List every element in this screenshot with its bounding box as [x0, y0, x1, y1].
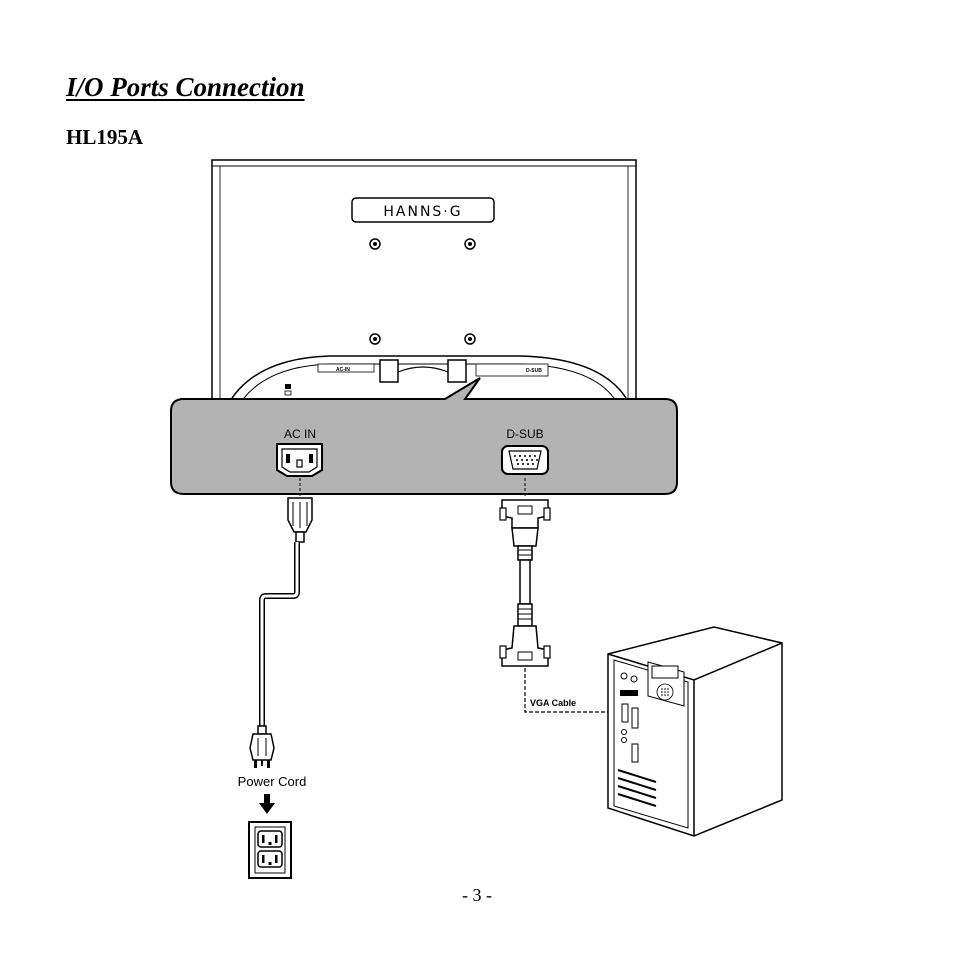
vga-cable [499, 499, 551, 667]
page-title: I/O Ports Connection [66, 72, 305, 102]
small-ac-label: AC-IN [336, 367, 350, 373]
model-heading: HL195A [66, 125, 144, 149]
mount-screw [369, 333, 381, 345]
small-dsub-label: D-SUB [526, 368, 542, 374]
mount-screw [464, 238, 476, 250]
mount-screw [464, 333, 476, 345]
monitor-back: HANNS·G AC-IN D-SUB [211, 159, 637, 401]
ac-in-label: AC IN [284, 427, 316, 441]
pc-tower [607, 626, 783, 837]
down-arrow-icon [259, 794, 275, 814]
page-number: - 3 - [462, 885, 492, 905]
lock-icon [284, 384, 292, 396]
d-sub-label: D-SUB [506, 427, 543, 441]
port-callout-panel: AC IN D-SUB [170, 377, 678, 495]
ac-in-port [276, 443, 323, 477]
d-sub-port [501, 445, 549, 475]
power-cord [249, 497, 313, 768]
vga-cable-label: VGA Cable [530, 698, 576, 708]
mount-screw [369, 238, 381, 250]
brand-logo: HANNS·G [383, 204, 462, 220]
logo-plate [351, 197, 495, 223]
wall-outlet [248, 821, 292, 879]
power-cord-label: Power Cord [238, 774, 307, 789]
